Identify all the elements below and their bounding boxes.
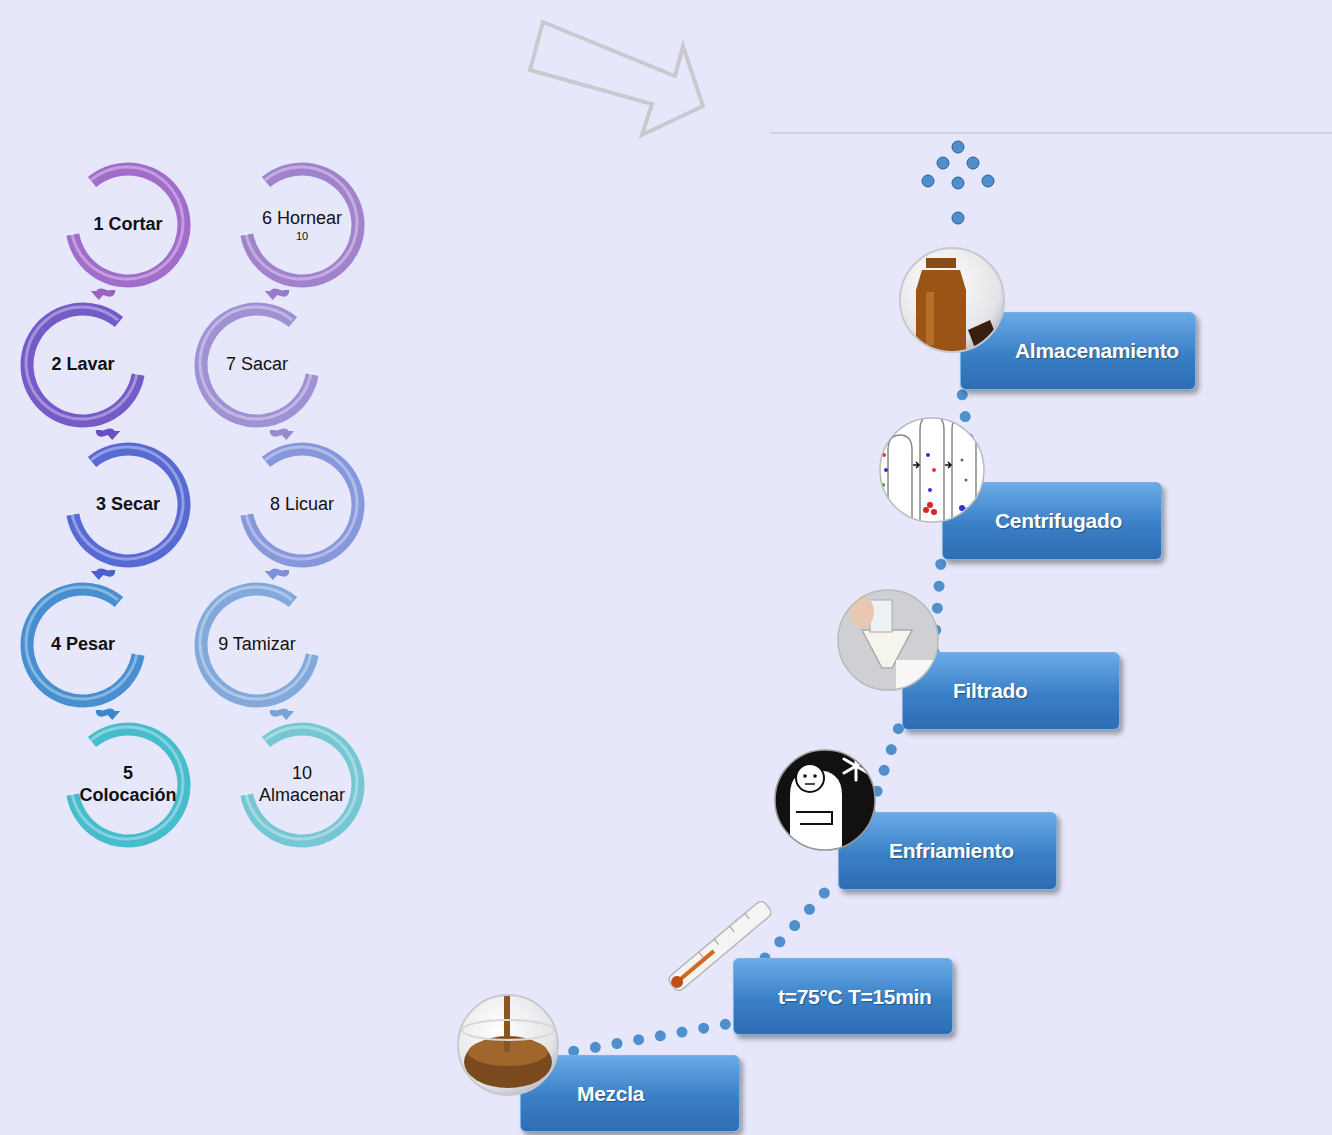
process-label: Centrifugado [995,509,1122,533]
ring-step: 2 Lavar [18,300,148,430]
arrow-head [104,711,120,720]
step-label: 3 Secar [96,494,160,516]
ring-step: 3 Secar [63,440,193,570]
step-label: 1 Cortar [93,214,162,236]
process-label: Enfriamiento [889,839,1014,863]
ring-shine [246,167,357,279]
arrow-head [278,711,294,720]
step-label: 6 Hornear [262,208,342,230]
arrow-head [278,431,294,440]
dot-trail [552,1023,733,1055]
step-note: 10 [296,230,308,242]
ring-label-box: 2 Lavar [35,317,131,413]
arrow-head [91,291,107,300]
process-label: Filtrado [953,679,1028,703]
ring-shine [26,307,137,419]
mixing-bowl-picture [458,990,558,1095]
ring-shine [200,587,311,699]
step-label: 9 Tamizar [218,634,296,656]
bottle-picture [900,248,1004,356]
ring-label-box: 7 Sacar [209,317,305,413]
flow-arrow [91,290,113,300]
flow-arrow [99,430,121,440]
ring-shine [246,447,357,559]
step-label: 4 Pesar [51,634,115,656]
ring-shine [246,727,357,839]
dot-trail [960,378,974,482]
ring-shine [72,447,183,559]
dot-trail [870,718,902,812]
flow-arrow [265,290,287,300]
flow-arrow [273,430,295,440]
step-label: 8 Licuar [270,494,334,516]
flow-arrow [265,570,287,580]
dotted-connector [960,378,974,482]
ring-label-box: 1 Cortar [80,177,176,273]
arrow-head [104,431,120,440]
process-box: Filtrado [902,652,1120,730]
filter-picture [838,590,938,694]
ring-label-box: 4 Pesar [35,597,131,693]
ring-shine [72,727,183,839]
ring-step: 9 Tamizar [192,580,322,710]
process-box: Almacenamiento [960,312,1196,390]
process-label: Almacenamiento [1015,339,1179,363]
ring-label-box: 3 Secar [80,457,176,553]
process-box: Mezcla [520,1055,740,1132]
step-label: 10 Almacenar [254,763,350,806]
arrow-head [91,571,107,580]
process-box: Centrifugado [942,482,1162,560]
ring-step: 5 Colocación [63,720,193,850]
step-label: 2 Lavar [51,354,114,376]
ring-shine [200,307,311,419]
arrow-head [265,291,281,300]
flow-arrow [99,710,121,720]
ring-label-box: 5 Colocación [80,737,176,833]
ring-step: 7 Sacar [192,300,322,430]
arrow-head [265,571,281,580]
process-box: t=75°C T=15min [733,958,953,1035]
ring-shine [26,587,137,699]
step-label: 5 Colocación [80,763,177,806]
dotted-connector [765,878,838,958]
ring-label-box: 8 Licuar [254,457,350,553]
ring-label-box: 6 Hornear10 [254,177,350,273]
dotted-connector [870,718,902,812]
process-box: Enfriamiento [838,812,1057,890]
outline-arrow [530,22,703,135]
dot-trail [765,878,838,958]
ring-label-box: 10 Almacenar [254,737,350,833]
process-label: t=75°C T=15min [778,985,932,1009]
ring-shine [72,167,183,279]
dot-trail [934,548,942,652]
cold-picture [775,750,875,850]
process-label: Mezcla [577,1082,644,1106]
divider-line [770,132,1332,134]
dotted-connector [552,1023,733,1055]
step-label: 7 Sacar [226,354,288,376]
ring-step: 6 Hornear10 [237,160,367,290]
centrifuge-picture [880,415,984,522]
dotted-connector [934,548,942,652]
ring-step: 10 Almacenar [237,720,367,850]
ring-label-box: 9 Tamizar [209,597,305,693]
ring-step: 1 Cortar [63,160,193,290]
ring-step: 4 Pesar [18,580,148,710]
ring-step: 8 Licuar [237,440,367,570]
flow-arrow [91,570,113,580]
flow-arrow [273,710,295,720]
spray-dots [922,141,994,224]
